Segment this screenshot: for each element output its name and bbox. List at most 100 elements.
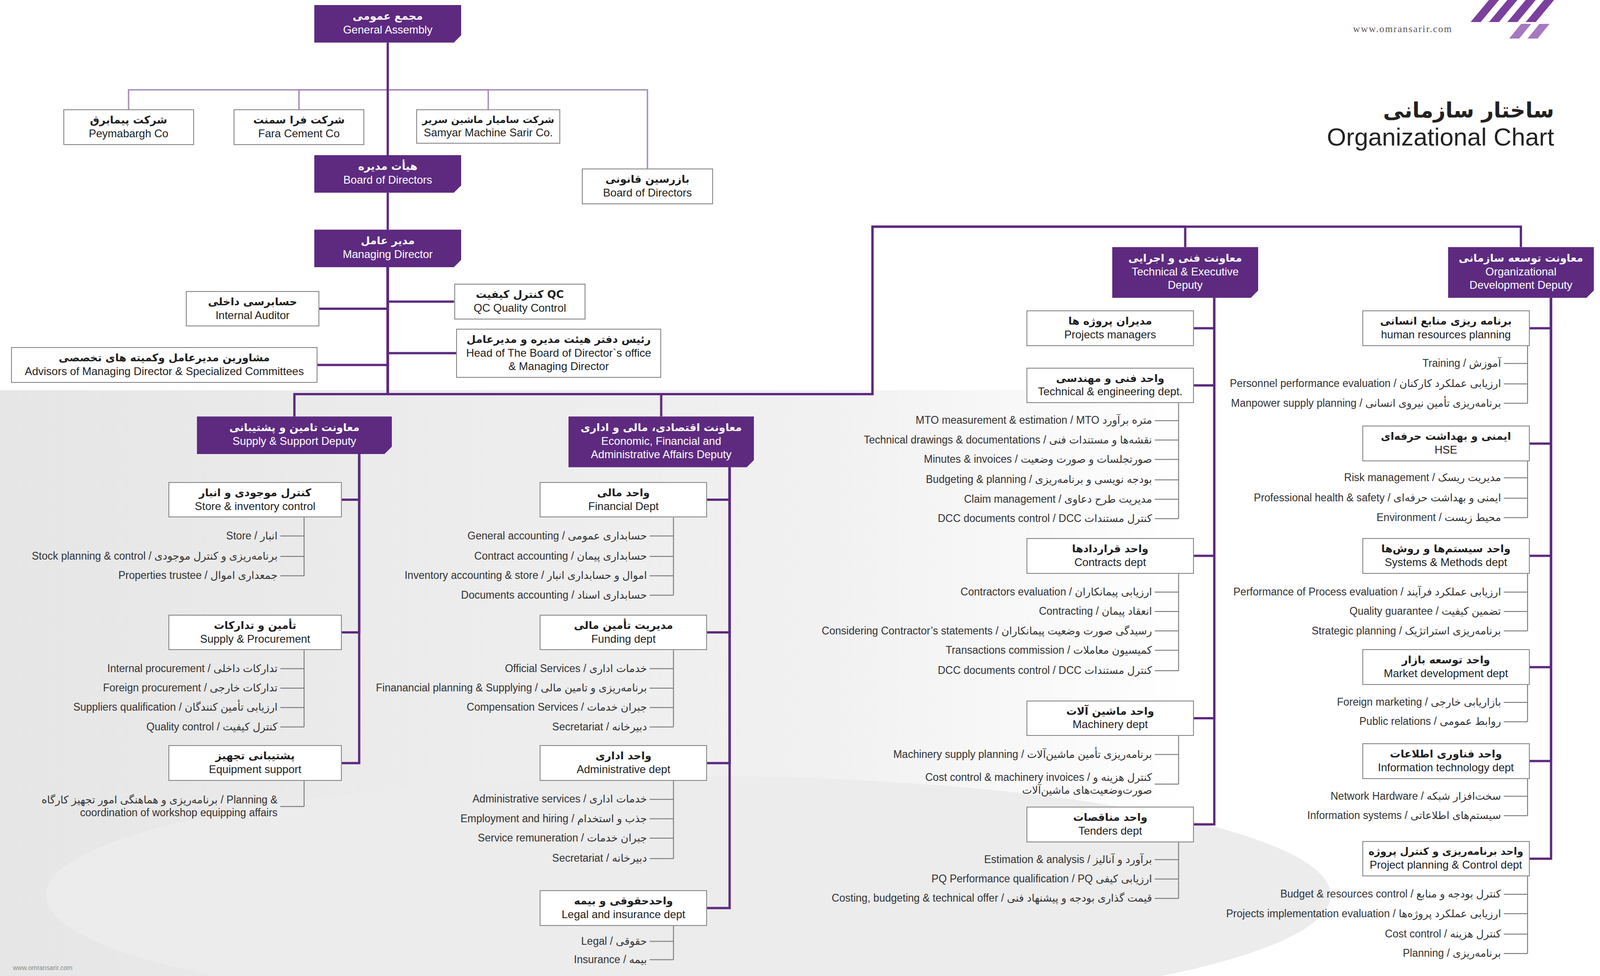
leader-line: [1503, 814, 1528, 816]
sub-item: Foreign marketing / بازاریابی خارجی: [1337, 695, 1502, 709]
persian-name: شرکت سامیار ماشین سریر: [421, 113, 555, 127]
sub-item: Personnel performance evaluation / ارزیا…: [1229, 377, 1501, 391]
unit-box: بازرسین قانونیBoard of Directors: [581, 168, 714, 205]
sub-item: Performance of Process evaluation / ارزی…: [1233, 585, 1501, 599]
sub-item: Claim management / مدیریت طرح دعاوی: [964, 492, 1153, 506]
leader-line: [280, 555, 305, 557]
sub-item: Cost control & machinery invoices / کنتر…: [846, 770, 1153, 797]
org-connector: [317, 267, 389, 365]
sub-item: Secretariat / دبیرخانه: [551, 720, 647, 734]
leader-line: [1503, 629, 1528, 631]
leader-line: [1503, 933, 1528, 935]
deputy-box: معاونت اقتصادی، مالی و اداریEconomic, Fi…: [568, 416, 755, 467]
leader-line: [1503, 952, 1528, 954]
english-name: Economic, Financial and Administrative A…: [575, 434, 748, 462]
unit-box: پشتیبانی تجهیزEquipment support: [168, 744, 342, 781]
leader-line: [1178, 402, 1180, 519]
leader-line: [649, 668, 674, 669]
english-name: Organizational Development Deputy: [1455, 265, 1587, 292]
sub-item: Quality control / کنترل کیفیت: [146, 720, 278, 734]
sub-item: Professional health & safety / ایمنی و ب…: [1254, 491, 1502, 505]
persian-name: پشتیبانی تجهیز: [173, 748, 337, 763]
persian-name: واحد اداری: [545, 748, 702, 763]
unit-box: واحد فناوری اطلاعاتInformation technolog…: [1362, 742, 1530, 779]
org-connector: [128, 42, 388, 110]
leader-line: [649, 725, 674, 727]
leader-line: [1154, 458, 1179, 460]
persian-name: واحد برنامه‌ریزی و کنترل پروژه: [1367, 844, 1525, 858]
leader-line: [280, 668, 305, 669]
leader-line: [1503, 795, 1528, 797]
unit-box: واحد مالیFinancial Dept: [539, 481, 708, 518]
persian-name: شرکت فرا سمنت: [239, 113, 359, 128]
org-connector: [387, 267, 457, 353]
leader-line: [673, 649, 675, 727]
unit-box: رئیس دفتر هیئت مدیره و مدیرعاملHead of T…: [456, 328, 662, 378]
org-connector: [387, 42, 648, 169]
english-name: Advisors of Managing Director & Speciali…: [16, 364, 312, 379]
leader-line: [1527, 461, 1528, 518]
org-connector: [1193, 297, 1215, 329]
org-connector: [387, 267, 455, 302]
english-name: Tenders dept: [1031, 824, 1189, 838]
leader-line: [1178, 841, 1180, 898]
table-shape: [45, 775, 1331, 976]
persian-name: واحد مناقصات: [1031, 810, 1189, 825]
leader-line: [649, 555, 674, 557]
persian-name: حسابرسی داخلی: [191, 295, 314, 309]
leader-line: [1503, 383, 1528, 385]
english-name: Legal and insurance dept: [545, 907, 702, 921]
sub-item: Suppliers qualification / ارزیابی تأمین …: [73, 700, 278, 714]
leader-line: [1154, 479, 1179, 480]
persian-name: مدیر عامل: [321, 234, 454, 248]
leader-line: [1503, 591, 1528, 593]
leader-line: [1154, 753, 1179, 755]
deputy-box: معاونت تامین و پشتیبانیSupply & Support …: [196, 416, 392, 454]
english-name: Samyar Machine Sarir Co.: [421, 126, 555, 140]
sub-item: Official Services / خدمات اداری: [504, 662, 647, 675]
sub-item: Manpower supply planning / برنامه‌ریزی ت…: [1231, 396, 1502, 410]
org-connector: [341, 453, 360, 500]
persian-name: ایمنی و بهداشت حرفه‌ای: [1367, 429, 1525, 444]
unit-box: واحد مناقصاتTenders dept: [1026, 806, 1194, 842]
unit-box: واحد ماشین آلاتMachinery dept: [1026, 700, 1194, 736]
english-name: Fara Cement Co: [239, 127, 359, 141]
persian-name: واحد فناوری اطلاعات: [1367, 747, 1525, 761]
leader-line: [1503, 701, 1528, 703]
sub-item: Quality guarantee / تضمین کیفیت: [1349, 604, 1501, 618]
deputy-box: مدیر عاملManaging Director: [314, 229, 462, 268]
leader-line: [280, 574, 305, 576]
leader-line: [1154, 878, 1179, 880]
unit-box: واحد توسعه بازارMarket development dept: [1362, 648, 1530, 685]
unit-box: شرکت فرا سمنتFara Cement Co: [233, 109, 365, 145]
sub-item: Finanancial planning & Supplying / برنام…: [375, 681, 647, 695]
sub-item: Minutes & invoices / صورتجلسات و صورت وض…: [924, 452, 1153, 466]
english-name: Board of Directors: [321, 173, 454, 187]
org-connector: [1193, 297, 1215, 719]
org-connector: [387, 42, 489, 110]
persian-name: معاونت اقتصادی، مالی و اداری: [575, 420, 748, 435]
unit-box: ایمنی و بهداشت حرفه‌ایHSE: [1362, 425, 1530, 462]
sub-item: Network Hardware / سخت‌افزار شبکه: [1330, 789, 1502, 803]
sub-item: Training / آموزش: [1422, 356, 1501, 370]
persian-name: معاونت فنی و اجرایی: [1119, 251, 1251, 266]
sub-item: Contractors evaluation / ارزیابی پیمانکا…: [960, 585, 1152, 599]
english-name: Technical & Executive Deputy: [1119, 265, 1251, 292]
org-connector: [707, 467, 730, 633]
leader-line: [1503, 362, 1528, 364]
unit-box: واحد فنی و مهندسیTechnical & engineering…: [1026, 367, 1194, 404]
english-name: General Assembly: [321, 23, 454, 37]
sub-item: PQ Performance qualification / PQ ارزیاب…: [931, 872, 1153, 886]
leader-line: [1503, 402, 1528, 404]
english-name: Contracts dept: [1031, 555, 1189, 569]
unit-box: مشاورین مدیرعامل وکمیته های تخصصیAdvisor…: [11, 346, 318, 383]
unit-box: شرکت سامیار ماشین سریرSamyar Machine Sar…: [416, 109, 561, 144]
sub-item: Documents accounting / حسابداری اسناد: [461, 588, 647, 602]
leader-line: [649, 818, 674, 820]
sub-item: Costing, budgeting & technical offer / ق…: [831, 891, 1153, 905]
persian-name: واحد مالی: [545, 485, 702, 500]
sub-item: DCC documents control / DCC کنترل مستندا…: [937, 663, 1153, 677]
leader-line: [303, 649, 305, 727]
org-connector: [1529, 297, 1552, 667]
unit-box: واحد برنامه‌ریزی و کنترل پروژهProject pl…: [1362, 840, 1530, 876]
